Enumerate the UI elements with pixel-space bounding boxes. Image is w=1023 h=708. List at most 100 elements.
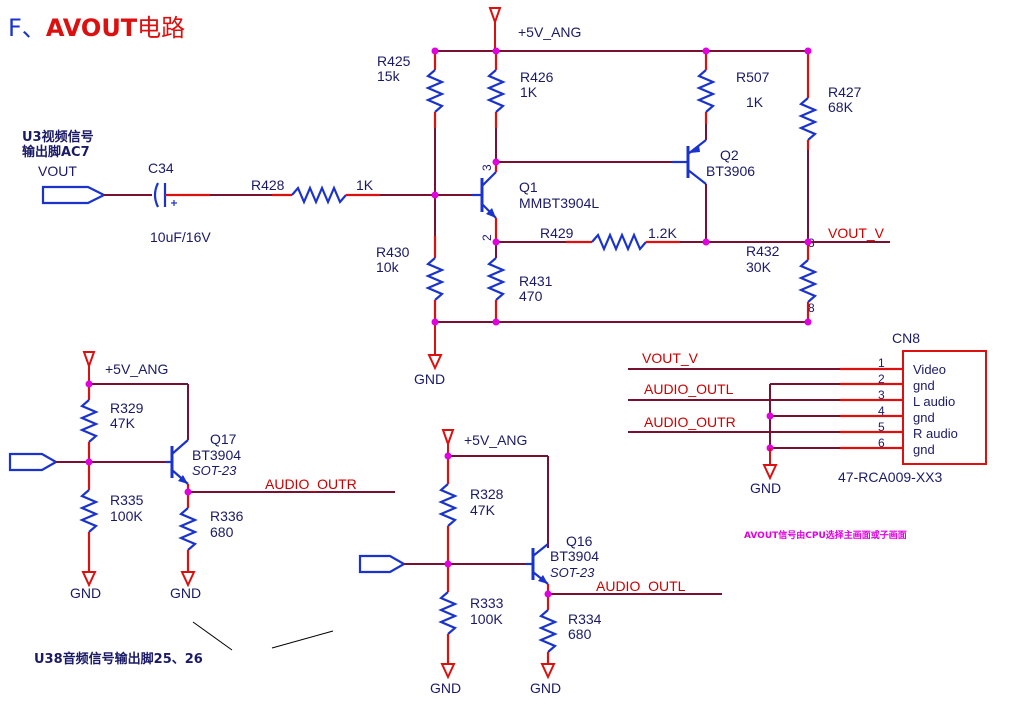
r430-ref: R430	[376, 244, 410, 260]
q1-pin2: 2	[480, 234, 494, 241]
net-label-5v-top: +5V_ANG	[518, 24, 581, 40]
power-symbol-q17	[82, 351, 96, 384]
r336-value: 680	[210, 524, 234, 540]
cn8-pin-num-4: 4	[878, 404, 885, 418]
resistor-r335	[79, 462, 99, 588]
page-title: F、AVOUT电路	[8, 14, 185, 42]
r425-ref: R425	[377, 53, 411, 69]
net-label-audio-outl: AUDIO_OUTL	[596, 578, 686, 594]
gnd-label-r336: GND	[170, 585, 201, 601]
r431-ref: R431	[519, 273, 553, 289]
c34-value: 10uF/16V	[150, 229, 211, 245]
resistor-r425	[425, 51, 445, 236]
r507-value: 1K	[746, 94, 764, 110]
r427-ref: R427	[828, 84, 862, 100]
net-label-audio-outr: AUDIO_OUTR	[265, 476, 357, 492]
cn8-net-vout-v: VOUT_V	[642, 350, 699, 366]
r432-pin8: 8	[808, 301, 815, 315]
q1-value: MMBT3904L	[519, 195, 599, 211]
u3-note-line2: 输出脚AC7	[22, 144, 90, 160]
r431-value: 470	[519, 288, 543, 304]
resistor-r428	[210, 185, 472, 205]
r335-value: 100K	[110, 508, 143, 524]
cn8-part: 47-RCA009-XX3	[838, 469, 942, 485]
title-prefix: F、	[8, 14, 46, 42]
net-label-5v-q16: +5V_ANG	[464, 432, 527, 448]
r334-ref: R334	[568, 611, 602, 627]
resistor-r426	[486, 51, 506, 162]
r430-value: 10k	[376, 259, 400, 275]
net-label-5v-q17: +5V_ANG	[105, 361, 168, 377]
q2-ref: Q2	[720, 147, 739, 163]
q16-pkg: SOT-23	[550, 565, 595, 580]
cn8-pins: 1 2 3 4 5 6 Video gnd L audio gnd R audi…	[628, 356, 958, 462]
audio-r-input-port	[8, 452, 165, 472]
power-symbol-top	[488, 7, 502, 50]
cn8-ref: CN8	[892, 330, 920, 346]
audio-l-input-port	[358, 554, 526, 574]
vout-port-label: VOUT	[38, 163, 77, 179]
cn8-pin-num-5: 5	[878, 420, 885, 434]
cn8-pin-num-1: 1	[878, 356, 885, 370]
r328-value: 47K	[470, 502, 496, 518]
r333-value: 100K	[470, 611, 503, 627]
r328-ref: R328	[470, 486, 504, 502]
gnd-label-r335: GND	[70, 585, 101, 601]
resistor-r333	[438, 564, 458, 680]
resistor-r427	[798, 51, 818, 242]
power-symbol-q16	[441, 429, 455, 456]
resistor-r328	[438, 456, 458, 564]
transistor-q2	[672, 139, 707, 242]
r427-value: 68K	[828, 99, 854, 115]
avout-note: AVOUT信号由CPU选择主画面或子画面	[744, 529, 907, 541]
c34-ref: C34	[148, 160, 174, 176]
r425-value: 15k	[377, 68, 401, 84]
transistor-q17	[165, 439, 190, 492]
cn8-pin-num-3: 3	[878, 388, 885, 402]
r429-value: 1.2K	[648, 225, 677, 241]
title-suffix: 电路	[137, 14, 185, 42]
resistor-r329	[79, 384, 99, 462]
u3-note-line1: U3视频信号	[22, 129, 94, 145]
resistor-r430	[425, 236, 445, 322]
cn8-pin-name-5: R audio	[913, 426, 958, 441]
title-bold: AVOUT	[46, 14, 138, 42]
cn8-pin-name-4: gnd	[913, 410, 935, 425]
r426-ref: R426	[520, 69, 554, 85]
r329-ref: R329	[110, 400, 144, 416]
r432-value: 30K	[746, 259, 772, 275]
gnd-label-main: GND	[414, 371, 445, 387]
r428-value: 1K	[356, 177, 374, 193]
r432-ref: R432	[746, 243, 780, 259]
resistor-r336	[178, 492, 198, 588]
r335-ref: R335	[110, 492, 144, 508]
gnd-label-r334: GND	[530, 680, 561, 696]
resistor-r429	[496, 232, 808, 252]
net-label-vout-v: VOUT_V	[828, 225, 885, 241]
r426-value: 1K	[520, 84, 538, 100]
q17-pkg: SOT-23	[192, 463, 237, 478]
resistor-r507	[696, 51, 716, 140]
cn8-body	[902, 350, 987, 465]
gnd-symbol-main	[427, 322, 443, 371]
r429-ref: R429	[540, 225, 574, 241]
gnd-symbol-cn8	[762, 448, 778, 481]
cn8-pin-name-6: gnd	[913, 442, 935, 457]
gnd-label-r333: GND	[430, 680, 461, 696]
transistor-q16	[526, 543, 550, 594]
junctions-top	[431, 47, 812, 326]
cn8-net-audio-outr: AUDIO_OUTR	[644, 414, 736, 430]
junctions-q17	[85, 380, 192, 496]
q16-ref: Q16	[566, 533, 593, 549]
u38-pointer-lines	[192, 621, 334, 651]
r428-ref: R428	[251, 177, 285, 193]
cn8-pin-name-1: Video	[913, 362, 946, 377]
r329-value: 47K	[110, 415, 136, 431]
cn8-pin-name-3: L audio	[913, 394, 955, 409]
vout-input-port	[41, 185, 152, 205]
transistor-q1	[472, 160, 498, 242]
q2-value: BT3906	[706, 163, 755, 179]
r336-ref: R336	[210, 508, 244, 524]
q16-value: BT3904	[550, 548, 599, 564]
